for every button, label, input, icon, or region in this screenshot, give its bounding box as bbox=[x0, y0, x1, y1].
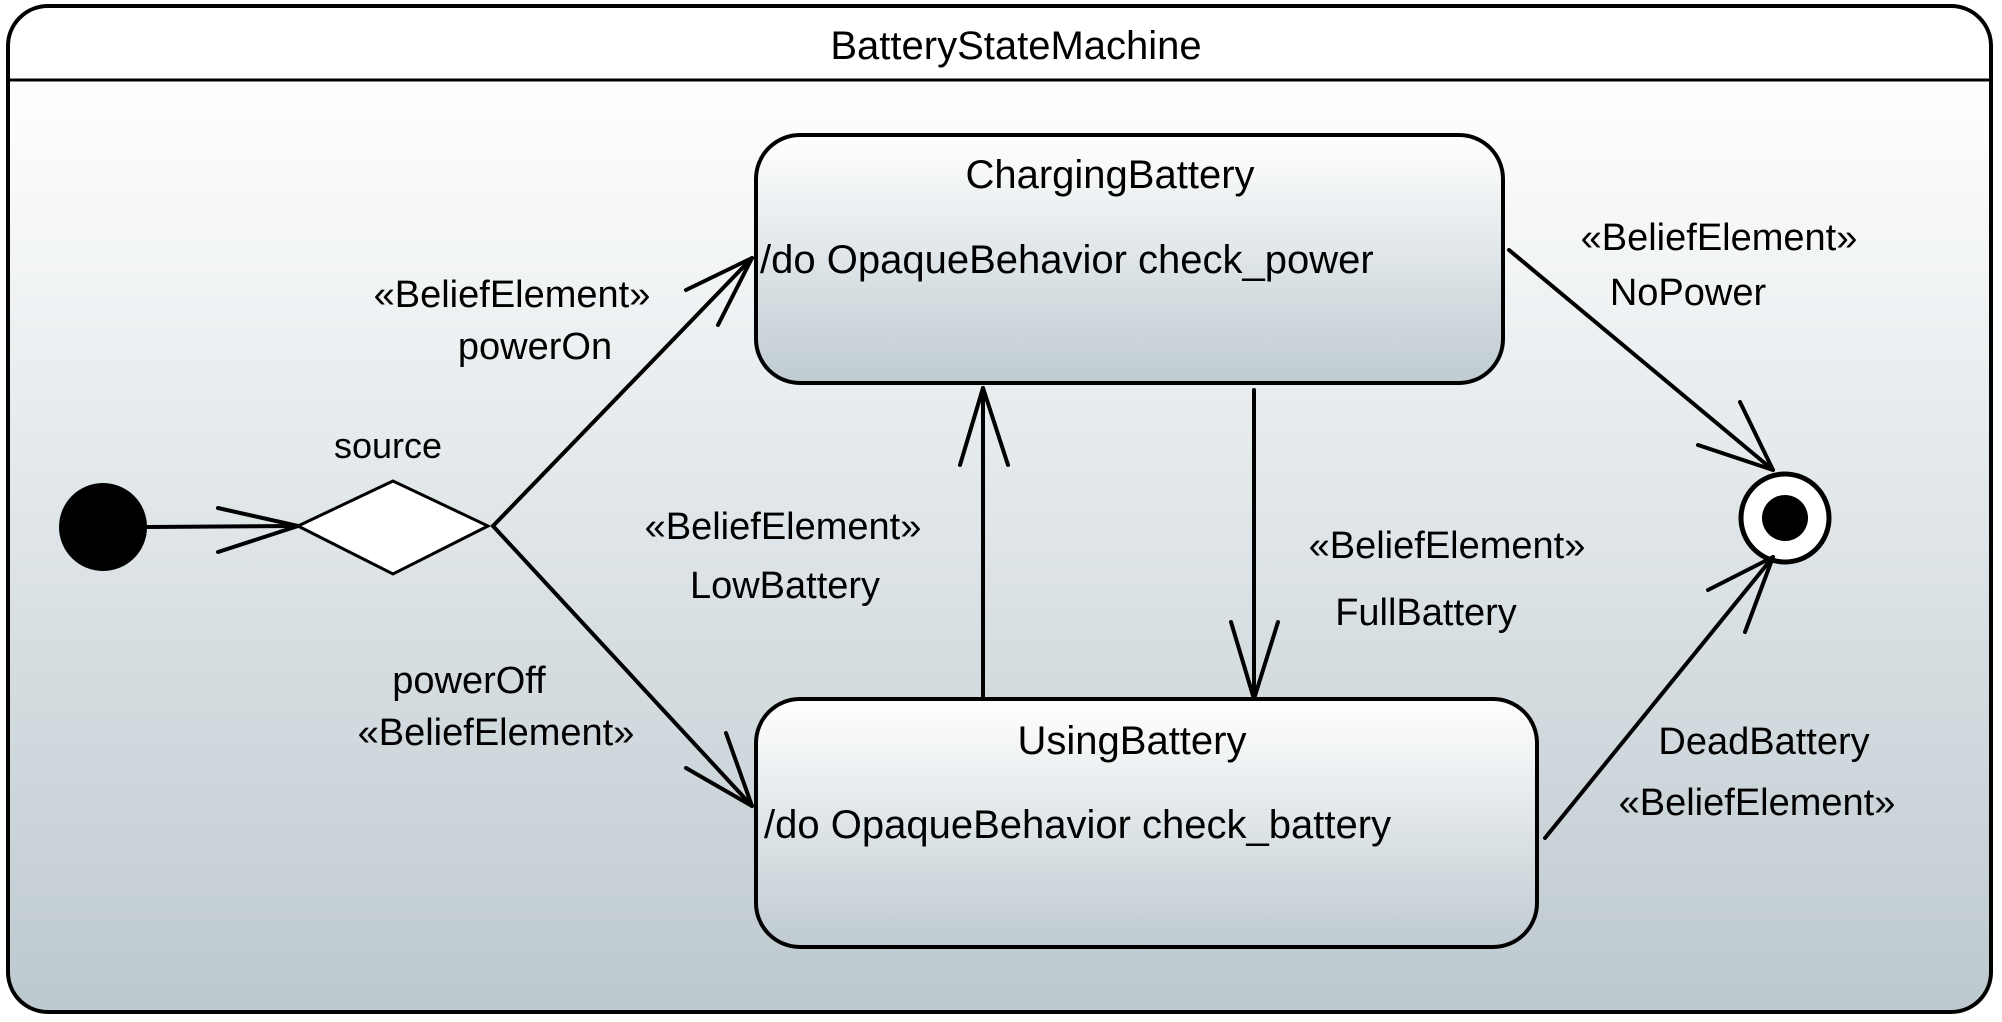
full-battery-label: FullBattery bbox=[1335, 592, 1517, 634]
initial-node[interactable] bbox=[59, 483, 147, 571]
full-battery-stereotype: «BeliefElement» bbox=[1309, 525, 1586, 567]
transition-power-off[interactable] bbox=[491, 524, 754, 808]
dead-battery-label: DeadBattery bbox=[1658, 721, 1869, 763]
no-power-stereotype: «BeliefElement» bbox=[1581, 217, 1858, 259]
arrowhead bbox=[1706, 555, 1775, 634]
state-name: UsingBattery bbox=[1018, 719, 1247, 763]
final-inner-dot bbox=[1762, 495, 1808, 541]
state-name: ChargingBattery bbox=[965, 153, 1254, 197]
transition-labels: «BeliefElement» powerOn powerOff «Belief… bbox=[358, 217, 1896, 824]
low-battery-stereotype: «BeliefElement» bbox=[645, 506, 922, 548]
power-on-stereotype: «BeliefElement» bbox=[374, 274, 651, 316]
state-do-behavior: /do OpaqueBehavior check_battery bbox=[764, 803, 1391, 847]
frame-header bbox=[8, 6, 1991, 80]
arrowhead bbox=[684, 256, 754, 327]
transition-dead-battery[interactable] bbox=[1543, 555, 1775, 840]
power-off-label: powerOff bbox=[392, 660, 546, 702]
arrowhead bbox=[684, 731, 754, 808]
state-machine-title: BatteryStateMachine bbox=[830, 24, 1201, 68]
state-box bbox=[754, 133, 1505, 385]
power-on-label: powerOn bbox=[458, 326, 612, 368]
final-node[interactable] bbox=[1738, 471, 1832, 565]
arrowhead bbox=[1229, 620, 1280, 701]
no-power-label: NoPower bbox=[1610, 272, 1767, 314]
state-charging-battery[interactable]: ChargingBattery /do OpaqueBehavior check… bbox=[754, 133, 1505, 385]
state-do-behavior: /do OpaqueBehavior check_power bbox=[760, 238, 1374, 282]
low-battery-label: LowBattery bbox=[690, 565, 880, 607]
choice-diamond bbox=[294, 479, 492, 576]
choice-node-source[interactable]: source bbox=[294, 425, 492, 576]
arrowhead bbox=[958, 386, 1010, 467]
arrowhead bbox=[216, 506, 300, 554]
transition-power-on[interactable] bbox=[491, 256, 754, 528]
transition-full-battery[interactable] bbox=[1229, 388, 1280, 701]
state-using-battery[interactable]: UsingBattery /do OpaqueBehavior check_ba… bbox=[754, 697, 1539, 949]
frame-border bbox=[6, 4, 1993, 1014]
transition-low-battery[interactable] bbox=[958, 386, 1010, 701]
transition-initial-to-source[interactable] bbox=[145, 506, 300, 554]
choice-node-label: source bbox=[334, 425, 442, 466]
transition-no-power[interactable] bbox=[1507, 248, 1775, 472]
state-box bbox=[754, 697, 1539, 949]
dead-battery-stereotype: «BeliefElement» bbox=[1619, 782, 1896, 824]
power-off-stereotype: «BeliefElement» bbox=[358, 712, 635, 754]
arrowhead bbox=[1696, 400, 1775, 472]
